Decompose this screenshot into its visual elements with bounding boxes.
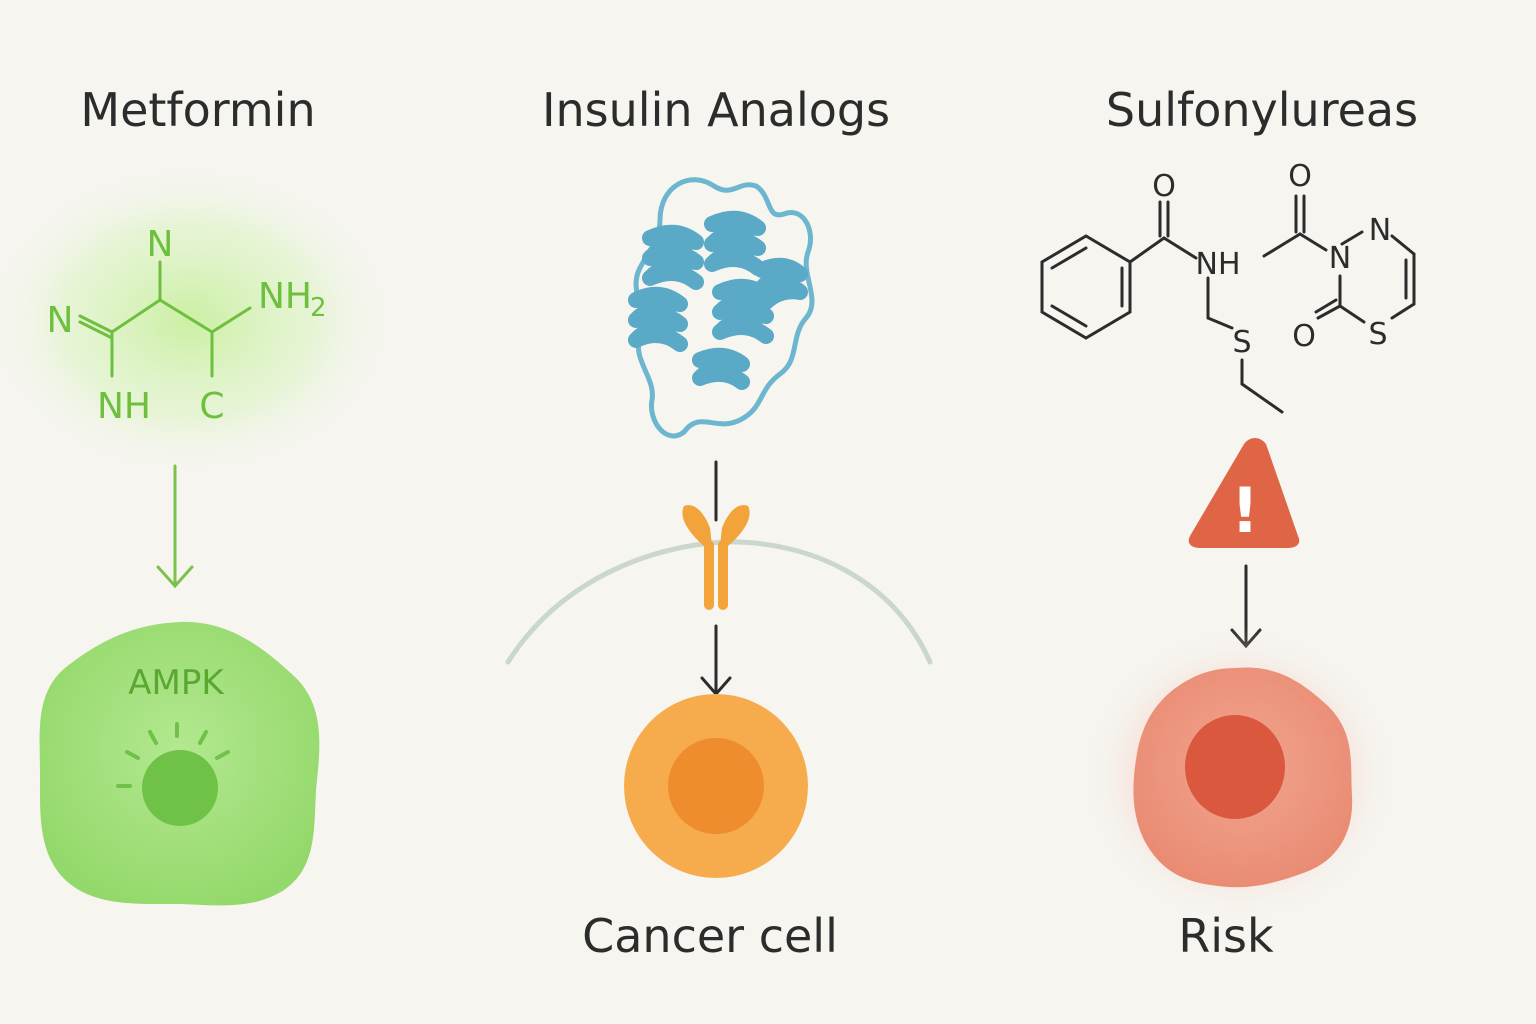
atom-o2: O: [1288, 159, 1312, 194]
atom-nh: NH: [97, 386, 151, 427]
atom-n-top: N: [147, 224, 174, 265]
sulfonylureas-panel: Sulfonylureas: [1040, 83, 1418, 963]
receptor-to-cell-arrow: [700, 624, 732, 697]
atom-n-ring: N: [1329, 241, 1351, 276]
atom-s-chain: S: [1232, 325, 1251, 360]
risk-cell-nucleus: [1185, 715, 1285, 819]
metformin-structure: [78, 260, 252, 378]
metformin-glow: [0, 160, 400, 480]
atom-o1: O: [1152, 169, 1176, 204]
metformin-panel: Metformin N N NH 2 NH C AMPK: [0, 83, 400, 906]
ampk-label: AMPK: [128, 663, 225, 703]
ampk-nucleus: [142, 750, 218, 826]
insulin-title: Insulin Analogs: [542, 83, 890, 137]
insulin-receptor-icon: [682, 505, 750, 610]
cancer-cell-label: Cancer cell: [582, 909, 838, 963]
atom-n-left: N: [47, 300, 74, 341]
sulfonylurea-structure: [1040, 194, 1416, 414]
atom-nh: NH: [1196, 247, 1241, 282]
cancer-cell-nucleus: [668, 738, 764, 834]
insulin-panel: Insulin Analogs Cancer: [505, 83, 933, 963]
atom-c: C: [199, 386, 224, 427]
warning-icon: !: [1188, 438, 1300, 548]
metformin-title: Metformin: [80, 83, 315, 137]
atom-nh2: NH: [258, 276, 312, 317]
insulin-protein-icon: [628, 177, 815, 439]
risk-label: Risk: [1178, 909, 1274, 963]
atom-n-top: N: [1369, 213, 1391, 248]
metformin-arrow: [156, 464, 194, 589]
activity-rays-icon: [116, 722, 230, 788]
atom-nh2-subscript: 2: [310, 293, 327, 323]
atom-s-ring: S: [1368, 317, 1387, 352]
sulfonylureas-title: Sulfonylureas: [1106, 83, 1418, 137]
warning-glyph: !: [1231, 474, 1259, 547]
atom-o3: O: [1292, 319, 1316, 354]
